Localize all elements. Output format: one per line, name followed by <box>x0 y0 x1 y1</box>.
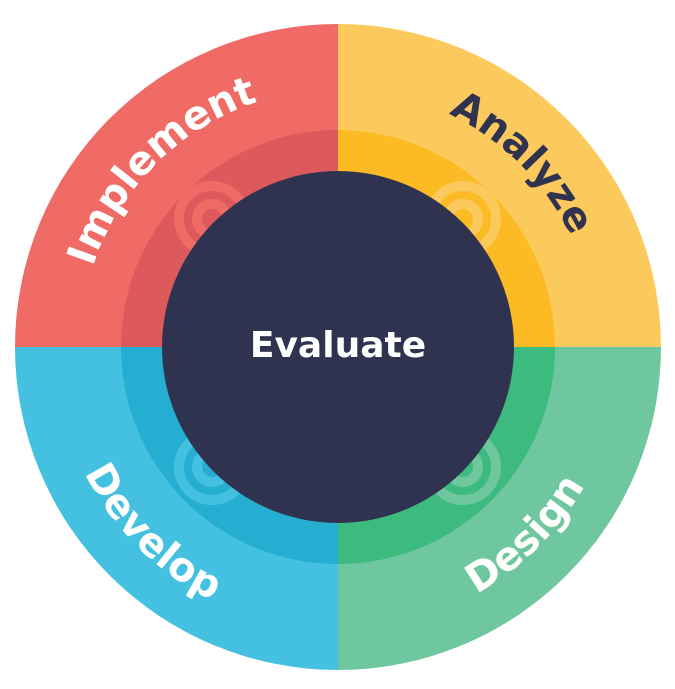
center-disc <box>162 171 514 523</box>
center-label: Evaluate <box>250 325 426 366</box>
